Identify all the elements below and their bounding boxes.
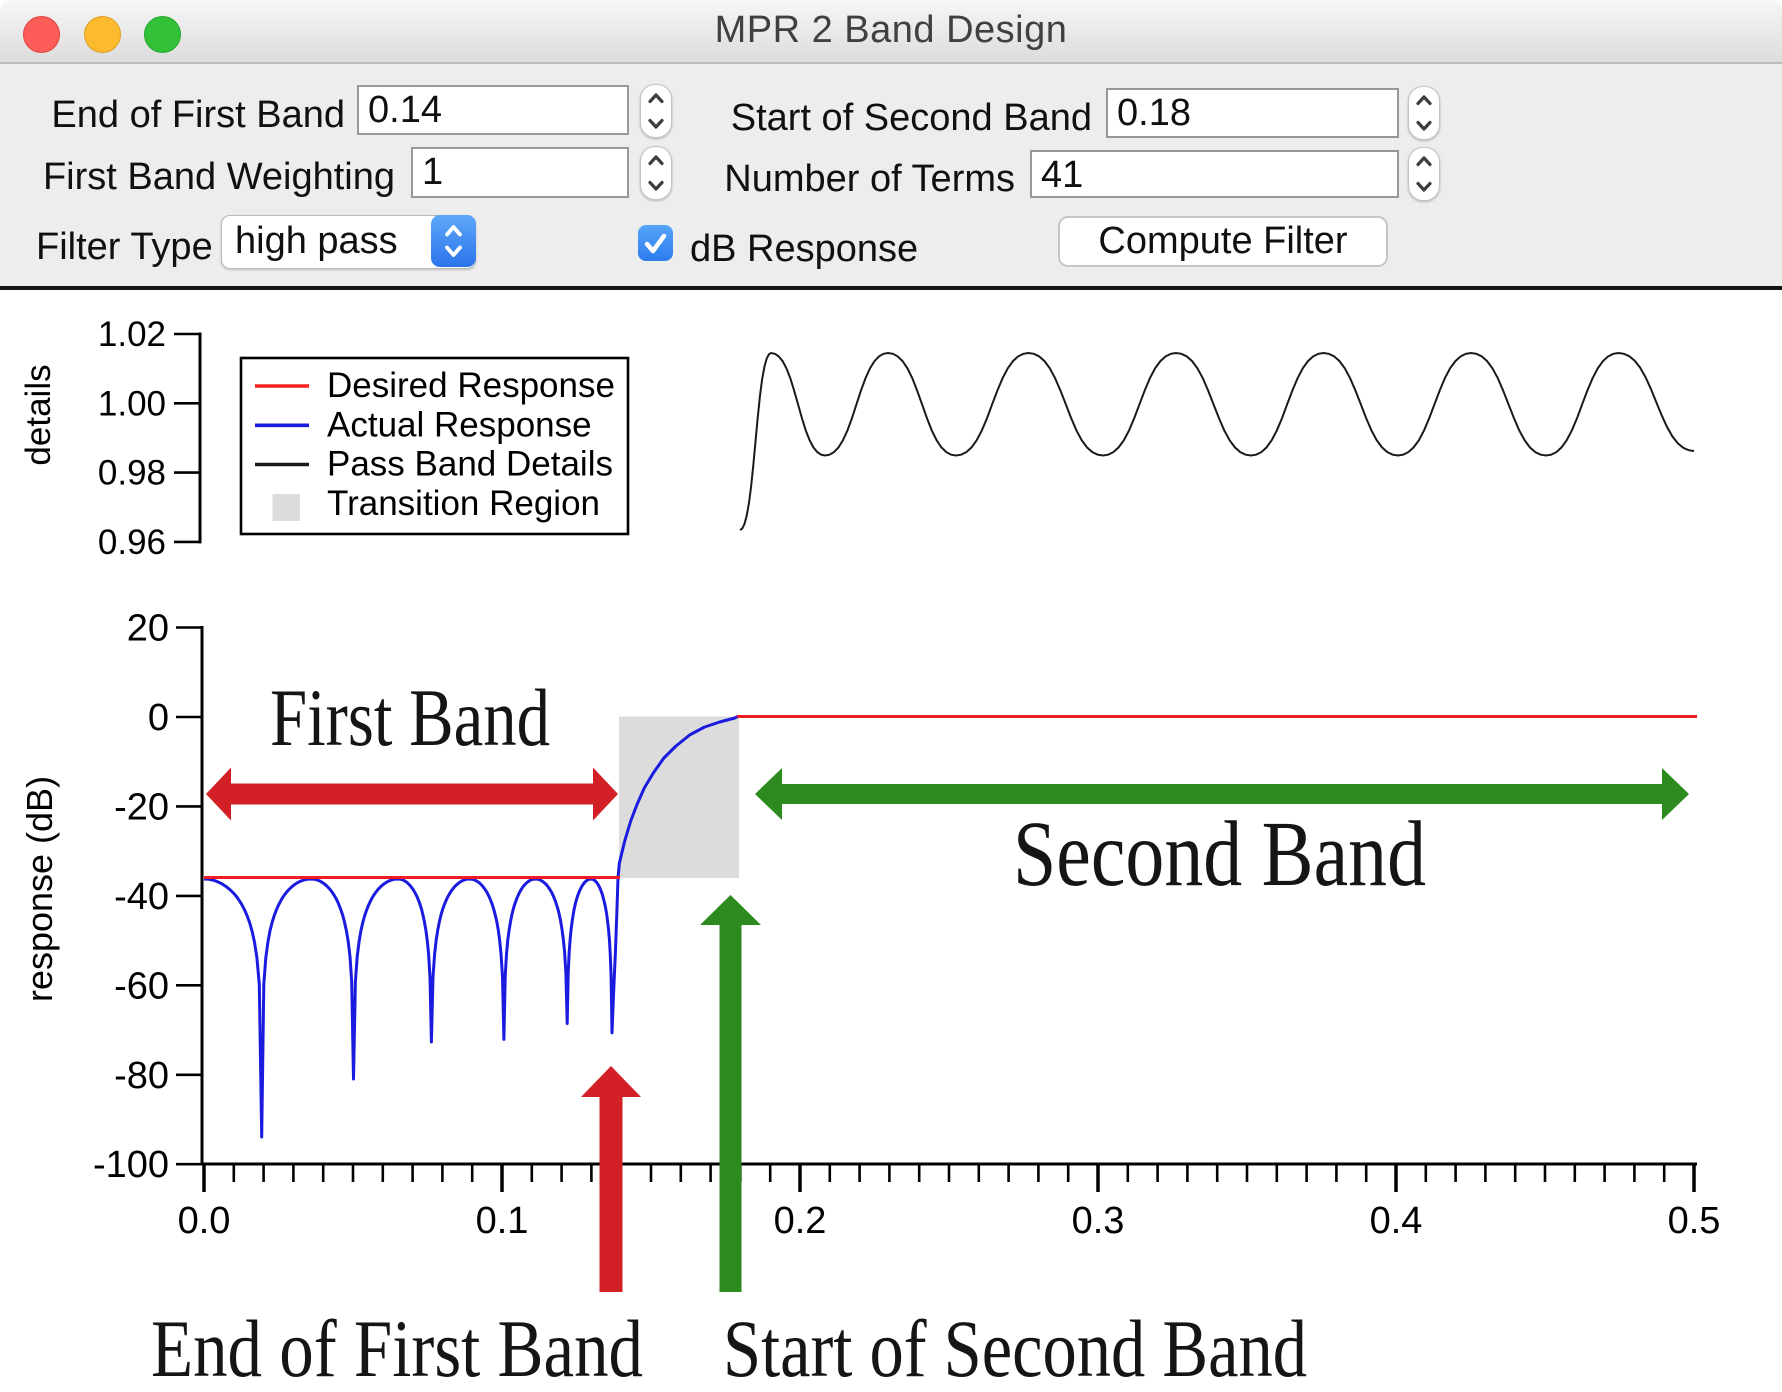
svg-text:-80: -80 — [114, 1055, 169, 1097]
svg-text:-20: -20 — [114, 786, 169, 828]
svg-text:-60: -60 — [114, 965, 169, 1007]
svg-text:0.3: 0.3 — [1072, 1200, 1125, 1242]
svg-text:0.5: 0.5 — [1668, 1200, 1721, 1242]
svg-text:0.98: 0.98 — [98, 454, 166, 493]
svg-text:First Band: First Band — [270, 672, 550, 763]
svg-text:-100: -100 — [93, 1144, 169, 1186]
svg-text:1.02: 1.02 — [98, 315, 166, 354]
svg-text:0.4: 0.4 — [1370, 1200, 1423, 1242]
svg-text:-40: -40 — [114, 876, 169, 918]
svg-text:1.00: 1.00 — [98, 384, 166, 423]
svg-text:0.2: 0.2 — [774, 1200, 827, 1242]
svg-text:0: 0 — [148, 697, 169, 739]
svg-text:details: details — [19, 364, 58, 465]
svg-text:0.1: 0.1 — [476, 1200, 529, 1242]
svg-text:20: 20 — [127, 608, 169, 650]
svg-text:End of First Band: End of First Band — [151, 1303, 643, 1392]
svg-text:Start of Second Band: Start of Second Band — [723, 1303, 1307, 1392]
svg-text:0.0: 0.0 — [178, 1200, 231, 1242]
svg-text:Transition Region: Transition Region — [327, 484, 600, 523]
svg-text:Desired Response: Desired Response — [327, 366, 615, 405]
svg-text:Pass Band Details: Pass Band Details — [327, 445, 613, 484]
svg-text:Second Band: Second Band — [1013, 803, 1426, 906]
svg-text:response (dB): response (dB) — [19, 776, 60, 1002]
svg-text:0.96: 0.96 — [98, 523, 166, 562]
svg-text:Actual Response: Actual Response — [327, 405, 592, 444]
